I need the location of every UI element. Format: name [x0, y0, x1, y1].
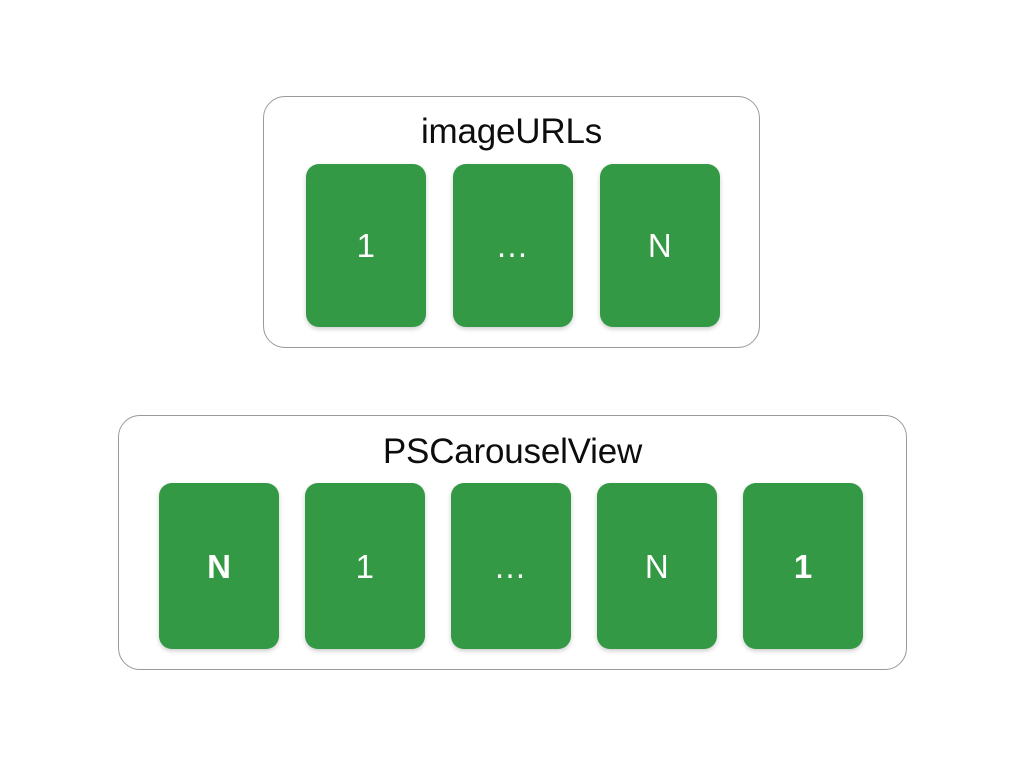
card-row-imageurls: 1 … N: [306, 164, 720, 327]
card-imageurls-3[interactable]: N: [600, 164, 720, 327]
card-label: 1: [355, 547, 375, 585]
card-pscarouselview-4[interactable]: N: [597, 483, 717, 649]
card-imageurls-2[interactable]: …: [453, 164, 573, 327]
card-pscarouselview-3[interactable]: …: [451, 483, 571, 649]
card-row-pscarouselview: N 1 … N 1: [159, 483, 863, 649]
card-pscarouselview-2[interactable]: 1: [305, 483, 425, 649]
card-pscarouselview-1[interactable]: N: [159, 483, 279, 649]
group-title-pscarouselview: PSCarouselView: [382, 432, 643, 471]
card-label-ellipsis: …: [493, 547, 529, 585]
group-box-pscarouselview: PSCarouselView N 1 … N 1: [118, 415, 907, 670]
card-label: N: [207, 547, 231, 585]
card-label: 1: [356, 227, 376, 264]
card-label: 1: [793, 547, 813, 585]
card-imageurls-1[interactable]: 1: [306, 164, 426, 327]
card-label-ellipsis: …: [495, 227, 531, 264]
group-box-imageurls: imageURLs 1 … N: [263, 96, 760, 348]
card-label: N: [644, 547, 670, 585]
group-title-imageurls: imageURLs: [420, 112, 603, 151]
card-pscarouselview-5[interactable]: 1: [743, 483, 863, 649]
card-label: N: [647, 227, 673, 264]
